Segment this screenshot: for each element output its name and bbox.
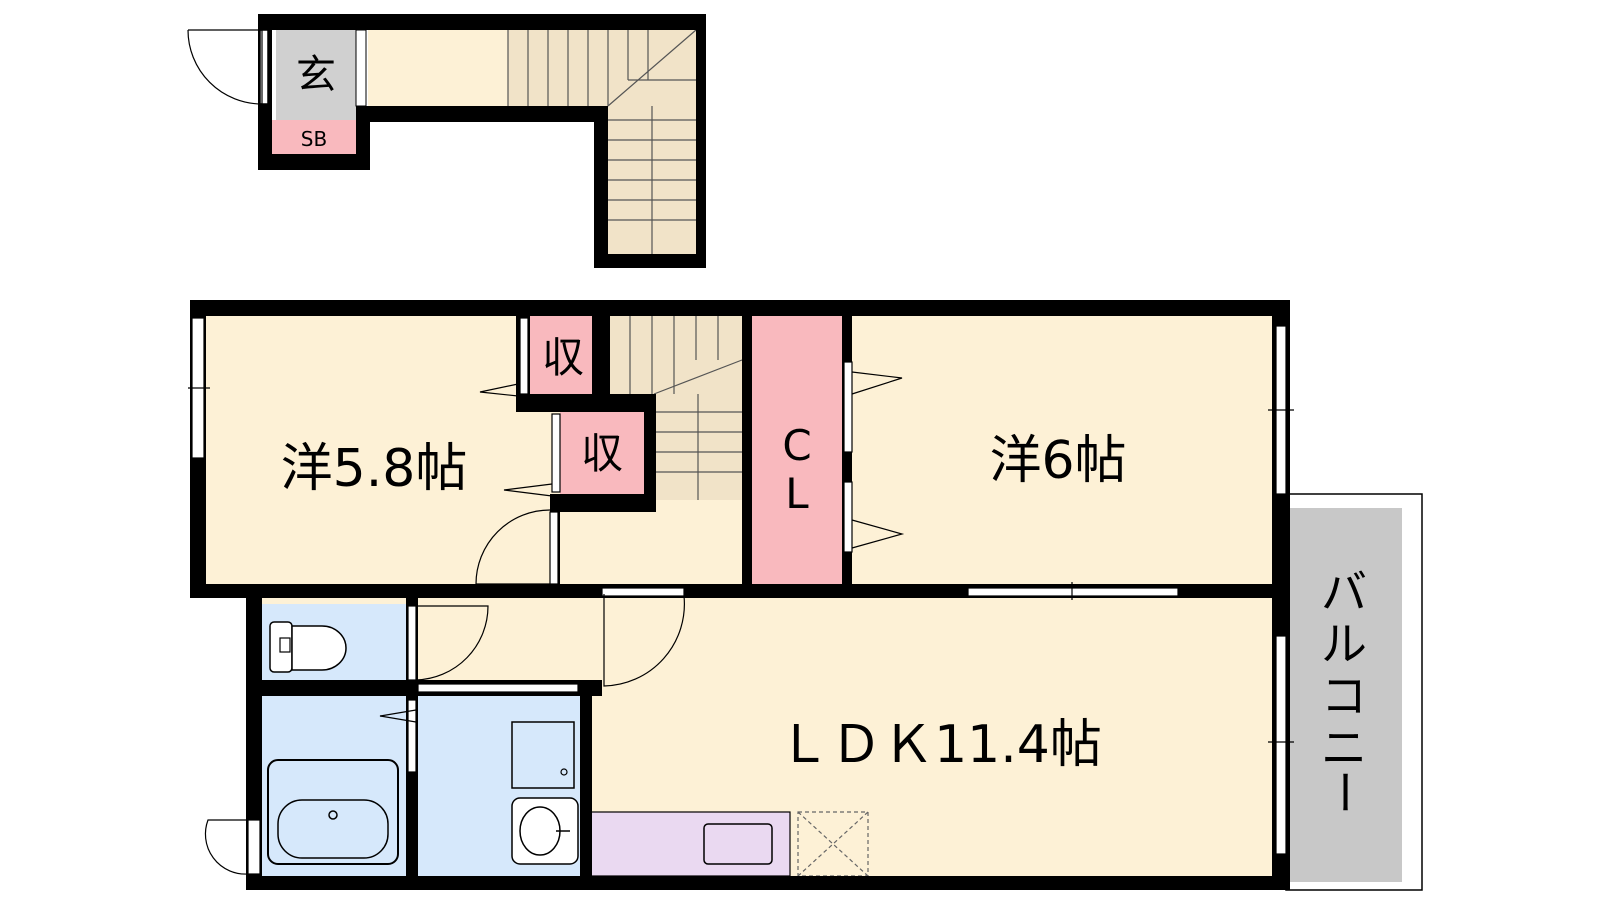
- window-ticks: [188, 387, 1294, 743]
- main-level: 洋5.8帖 洋6帖 ＬＤＫ11.4帖 収 収 C L バ ル コ ニ ー: [188, 300, 1423, 891]
- storage-1: [530, 316, 592, 394]
- shoebox-label: SB: [301, 127, 327, 151]
- west-room-label: 洋5.8帖: [281, 439, 468, 499]
- genkan-label: 玄: [296, 52, 336, 98]
- bathtub-icon: [267, 759, 399, 865]
- entrance-level: 玄 SB: [187, 14, 706, 268]
- stair-lower: [610, 316, 742, 394]
- east-room-label: 洋6帖: [989, 431, 1126, 491]
- balcony-char-4: ニ: [1321, 721, 1367, 775]
- shoebox: [272, 120, 356, 154]
- entrance-door-icon: [187, 29, 269, 105]
- doors: [204, 317, 905, 875]
- storage-2: [560, 412, 644, 494]
- sink-icon: [703, 823, 773, 865]
- stair-treads-main: [629, 316, 743, 500]
- balcony-char-1: バ: [1321, 565, 1367, 619]
- stair-treads-upper: [507, 29, 697, 107]
- balcony-char-5: ー: [1317, 769, 1371, 815]
- closet-cl: [752, 316, 842, 584]
- balcony-floor: [1286, 508, 1402, 882]
- entrance-walls: [258, 14, 706, 268]
- stair-treads-lower: [608, 106, 696, 254]
- genkan-floor: [276, 30, 356, 120]
- east-room-floor: [852, 316, 1272, 584]
- washer-icon: [511, 721, 575, 789]
- closet-label-l: L: [785, 469, 809, 518]
- toilet-icon: [269, 621, 347, 673]
- storage-1-label: 収: [542, 333, 584, 382]
- balcony-label: バ ル コ ニ ー: [1317, 565, 1371, 815]
- storage-2-label: 収: [581, 429, 623, 478]
- hall-floor: [368, 30, 508, 106]
- kitchen-counter: [589, 811, 791, 877]
- ldk-label: ＬＤＫ11.4帖: [778, 715, 1102, 775]
- stair-area-top: [508, 30, 696, 106]
- closet-label-c: C: [782, 421, 811, 470]
- balcony-char-2: ル: [1321, 617, 1367, 671]
- washbasin-icon: [511, 797, 579, 865]
- balcony-char-3: コ: [1321, 669, 1367, 723]
